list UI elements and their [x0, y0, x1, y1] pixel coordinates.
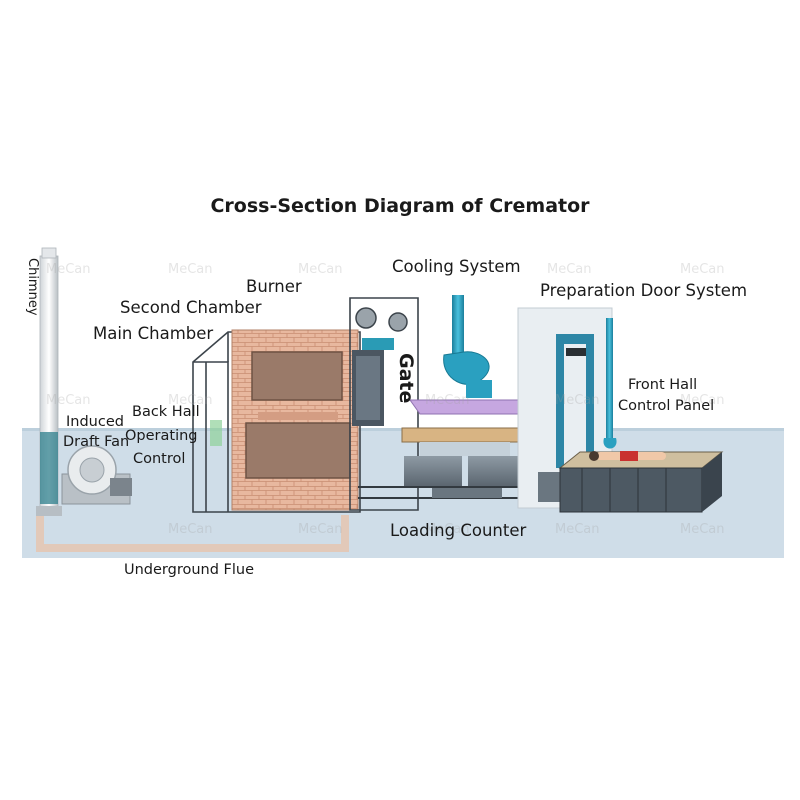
label-burner: Burner	[246, 277, 302, 296]
label-operating-line1: Operating	[125, 428, 198, 444]
watermark: MeCan	[168, 522, 213, 537]
gate-assembly	[349, 297, 419, 511]
induced-draft-fan	[61, 445, 132, 505]
watermark: MeCan	[680, 393, 725, 408]
loading-table	[401, 427, 527, 498]
label-operating-line2: Control	[133, 451, 186, 467]
watermark: MeCan	[168, 262, 213, 277]
watermark: MeCan	[547, 262, 592, 277]
label-induced-fan-line2: Draft Fan	[63, 434, 130, 450]
watermark: MeCan	[555, 522, 600, 537]
watermark: MeCan	[298, 522, 343, 537]
label-loading-counter: Loading Counter	[390, 521, 527, 540]
label-front-hall-line1: Front Hall	[628, 377, 698, 393]
watermark: MeCan	[168, 393, 213, 408]
cooling-system	[409, 295, 529, 415]
main-chamber-cavity	[245, 422, 351, 479]
label-induced-fan-line1: Induced	[66, 414, 124, 430]
label-main-chamber: Main Chamber	[93, 324, 214, 343]
label-underground-flue: Underground Flue	[124, 562, 255, 578]
operating-control-panel	[210, 420, 222, 446]
underground-flue	[36, 512, 349, 552]
watermark: MeCan	[298, 262, 343, 277]
label-second-chamber: Second Chamber	[120, 298, 262, 317]
label-gate: Gate	[394, 353, 417, 404]
watermark: MeCan	[680, 262, 725, 277]
label-chimney: Chimney	[24, 258, 40, 316]
watermark: MeCan	[425, 393, 470, 408]
watermark: MeCan	[46, 393, 91, 408]
back-hall-frame	[192, 331, 361, 513]
label-preparation-door-system: Preparation Door System	[540, 281, 748, 300]
watermark: MeCan	[680, 522, 725, 537]
watermark: MeCan	[46, 262, 91, 277]
watermark: MeCan	[555, 393, 600, 408]
brick-furnace	[231, 329, 359, 511]
watermark: MeCan	[425, 522, 470, 537]
label-cooling-system: Cooling System	[392, 257, 521, 276]
label-front-hall-line2: Control Panel	[618, 398, 715, 414]
second-chamber-cavity	[251, 351, 343, 401]
front-hall-counter	[558, 451, 724, 513]
label-back-hall: Back Hall	[132, 404, 200, 420]
diagram-title: Cross-Section Diagram of Cremator	[210, 195, 590, 217]
chimney	[36, 247, 62, 516]
